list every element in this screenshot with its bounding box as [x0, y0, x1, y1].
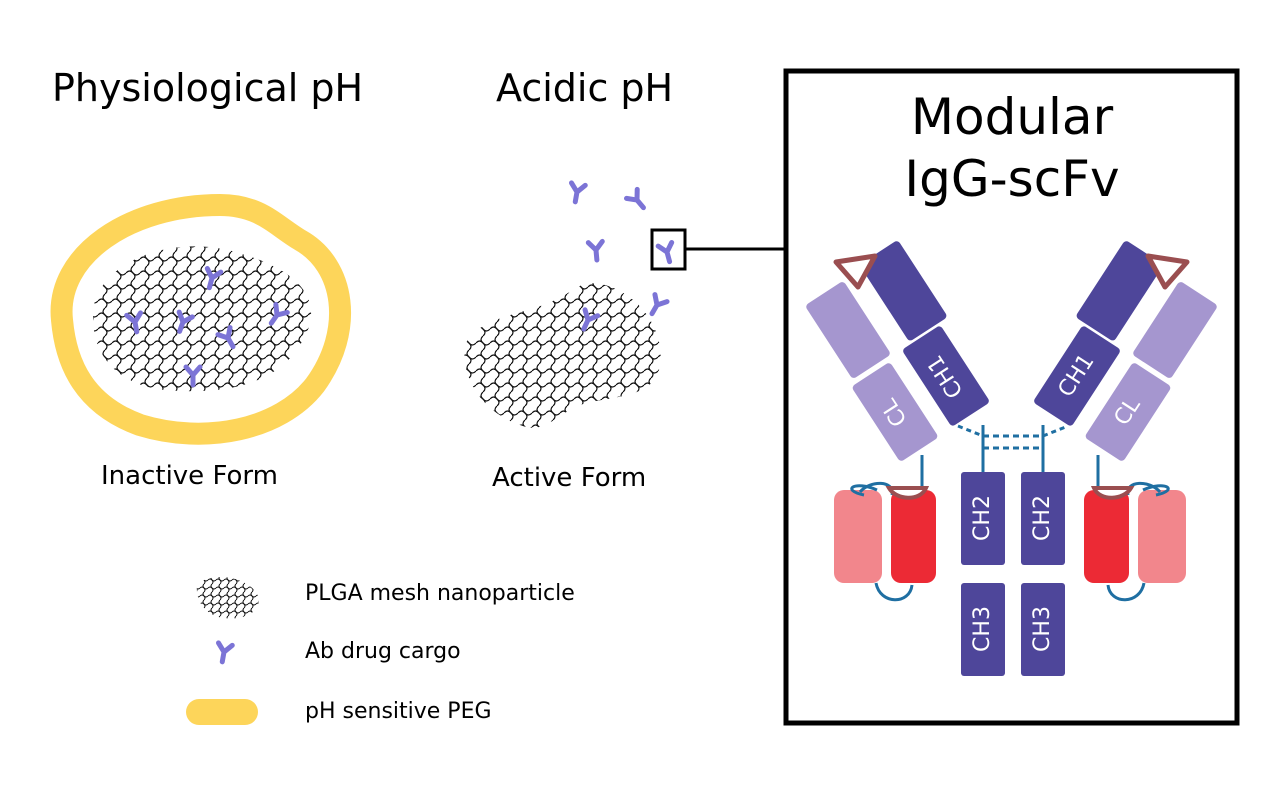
- right-scfv: [1084, 455, 1186, 602]
- legend-label-mesh: PLGA mesh nanoparticle: [305, 581, 575, 606]
- ch3-domain-left: [961, 583, 1005, 676]
- active-mesh: [464, 283, 661, 428]
- right-vh-domain: [1076, 241, 1163, 341]
- active-form-caption: Active Form: [492, 463, 647, 493]
- left-scfv: [834, 455, 936, 602]
- left-cl-domain: [852, 363, 938, 461]
- right-scfv-cap: [1090, 486, 1135, 500]
- legend-label-peg: pH sensitive PEG: [305, 699, 492, 724]
- right-cl-domain: [1085, 363, 1171, 461]
- right-fab-arm: CH1 CL: [1034, 241, 1217, 461]
- modular-title-line1: Modular: [910, 88, 1114, 146]
- left-scfv-cap: [885, 486, 930, 500]
- peg-band-icon: [186, 699, 258, 725]
- legend-label-antibody: Ab drug cargo: [305, 639, 461, 664]
- antibody-icon: [215, 643, 232, 663]
- legend-icons: [186, 577, 259, 725]
- acidic-ph-heading: Acidic pH: [496, 66, 674, 110]
- right-scfv-linker: [1096, 455, 1170, 602]
- ch3-label-right: CH3: [1030, 606, 1055, 652]
- ch2-label-right: CH2: [1030, 495, 1055, 541]
- physiological-ph-heading: Physiological pH: [52, 66, 364, 110]
- left-antigen-cap: [833, 253, 878, 290]
- modular-title: Modular IgG-scFv: [787, 86, 1237, 210]
- modular-title-line2: IgG-scFv: [904, 150, 1120, 208]
- left-scfv-vl: [834, 490, 882, 583]
- fc-region: CH2 CH2 CH3 CH3: [961, 472, 1065, 676]
- inactive-form-caption: Inactive Form: [101, 461, 278, 491]
- ch2-label-left: CH2: [970, 495, 995, 541]
- inactive-mesh: [93, 246, 312, 392]
- inactive-nanoparticle: [50, 193, 352, 445]
- igg-scfv-diagram: CH1 CL CH1 CL: [806, 241, 1217, 676]
- left-scfv-vh: [891, 490, 936, 583]
- ch3-domain-right: [1021, 583, 1065, 676]
- ch2-domain-left: [961, 472, 1005, 565]
- left-vh-domain: [860, 241, 947, 341]
- active-nanoparticle: [464, 183, 787, 428]
- left-fab-arm: CH1 CL: [806, 241, 989, 461]
- left-scfv-linker: [850, 455, 924, 602]
- modular-panel: [783, 68, 1240, 726]
- right-vl-domain: [1133, 282, 1217, 378]
- ch3-label-left: CH3: [970, 606, 995, 652]
- left-vl-domain: [806, 282, 890, 378]
- mesh-icon: [196, 577, 259, 619]
- left-ch1-domain: [903, 326, 989, 426]
- ch2-domain-right: [1021, 472, 1065, 565]
- right-scfv-vl: [1138, 490, 1186, 583]
- hinge-region: [957, 424, 1069, 472]
- right-ch1-domain: [1034, 326, 1120, 426]
- right-antigen-cap: [1145, 253, 1190, 290]
- peg-shell: [50, 193, 352, 445]
- right-scfv-vh: [1084, 490, 1129, 583]
